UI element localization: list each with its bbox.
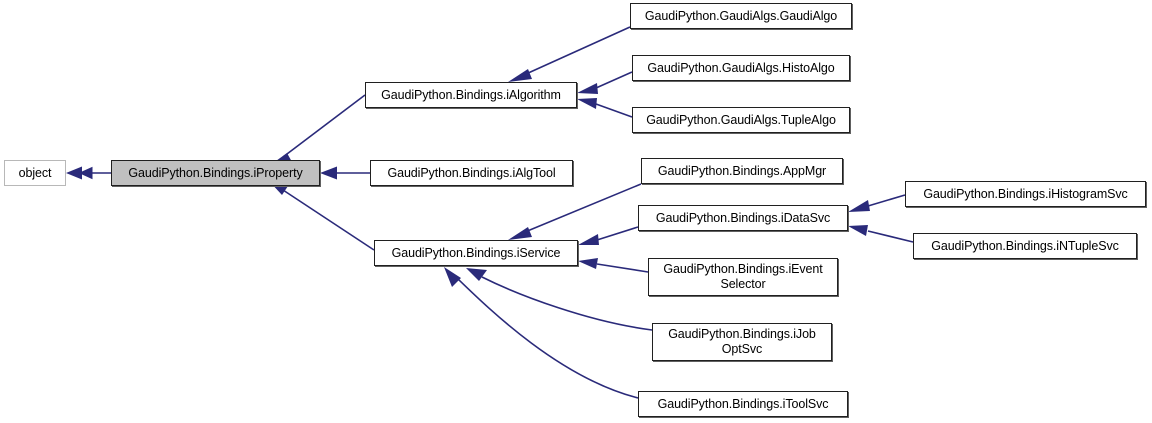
- edge-ijoboptsvc-to-iservice: [466, 268, 653, 331]
- edge-iservice-to-iproperty: [269, 181, 375, 251]
- class-node-ieventselector[interactable]: GaudiPython.Bindings.iEvent Selector: [648, 258, 838, 296]
- class-node-label: GaudiPython.GaudiAlgs.HistoAlgo: [647, 60, 835, 75]
- edge-idatasvc-to-iservice: [578, 226, 639, 245]
- class-node-histoalgo[interactable]: GaudiPython.GaudiAlgs.HistoAlgo: [632, 55, 850, 81]
- class-node-label: GaudiPython.Bindings.AppMgr: [657, 163, 827, 178]
- class-node-label: GaudiPython.GaudiAlgs.TupleAlgo: [646, 112, 836, 127]
- class-node-label: GaudiPython.Bindings.iAlgTool: [387, 165, 556, 180]
- class-node-label: GaudiPython.Bindings.iDataSvc: [655, 210, 831, 225]
- edge-intuplesvc-to-idatasvc: [848, 225, 914, 243]
- class-node-label: GaudiPython.Bindings.iService: [391, 245, 561, 260]
- edge-itoolsvc-to-iservice: [444, 267, 639, 399]
- class-node-idatasvc[interactable]: GaudiPython.Bindings.iDataSvc: [638, 205, 848, 231]
- class-node-ihistogramsvc[interactable]: GaudiPython.Bindings.iHistogramSvc: [905, 181, 1146, 207]
- class-node-label: GaudiPython.Bindings.iJob OptSvc: [668, 327, 816, 356]
- edge-gaudialgo-to-ialgorithm: [508, 26, 631, 82]
- class-node-itoolsvc[interactable]: GaudiPython.Bindings.iToolSvc: [638, 391, 848, 417]
- class-node-label: object: [18, 165, 52, 180]
- class-node-object[interactable]: object: [4, 160, 66, 186]
- edge-iproperty-to-object: [66, 166, 111, 180]
- class-node-label: GaudiPython.Bindings.iToolSvc: [657, 396, 829, 411]
- class-node-label: GaudiPython.Bindings.iAlgorithm: [381, 87, 561, 102]
- edge-histoalgo-to-ialgorithm: [577, 71, 633, 94]
- class-node-tuplealgo[interactable]: GaudiPython.GaudiAlgs.TupleAlgo: [632, 107, 850, 133]
- edge-ialgorithm-to-iproperty: [269, 94, 366, 166]
- class-node-label: GaudiPython.Bindings.iEvent Selector: [663, 262, 823, 291]
- class-node-label: GaudiPython.Bindings.iProperty: [128, 165, 303, 180]
- class-node-appmgr[interactable]: GaudiPython.Bindings.AppMgr: [641, 158, 843, 184]
- class-node-label: GaudiPython.Bindings.iNTupleSvc: [931, 238, 1119, 253]
- edge-appmgr-to-iservice: [508, 183, 642, 240]
- edge-ieventselector-to-iservice: [578, 258, 649, 273]
- edge-tuplealgo-to-ialgorithm: [577, 98, 633, 118]
- edge-ihistogramsvc-to-idatasvc: [848, 194, 906, 212]
- class-node-iservice[interactable]: GaudiPython.Bindings.iService: [374, 240, 578, 266]
- class-node-iproperty[interactable]: GaudiPython.Bindings.iProperty: [111, 160, 320, 186]
- class-node-intuplesvc[interactable]: GaudiPython.Bindings.iNTupleSvc: [913, 233, 1137, 259]
- edge-ialgtool-to-iproperty: [320, 166, 370, 180]
- class-node-gaudialgo[interactable]: GaudiPython.GaudiAlgs.GaudiAlgo: [630, 3, 852, 29]
- class-node-ialgtool[interactable]: GaudiPython.Bindings.iAlgTool: [370, 160, 573, 186]
- class-node-ijoboptsvc[interactable]: GaudiPython.Bindings.iJob OptSvc: [652, 323, 832, 361]
- class-node-label: GaudiPython.GaudiAlgs.GaudiAlgo: [644, 8, 838, 23]
- class-node-label: GaudiPython.Bindings.iHistogramSvc: [923, 186, 1128, 201]
- class-node-ialgorithm[interactable]: GaudiPython.Bindings.iAlgorithm: [365, 82, 577, 108]
